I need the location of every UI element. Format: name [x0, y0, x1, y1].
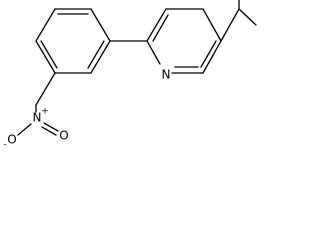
bond: [90, 40, 111, 74]
double-bond-inner: [40, 40, 58, 69]
double-bond-inner: [152, 14, 169, 42]
carboxylic-acid-group: [203, 0, 221, 9]
bond: [146, 40, 161, 65]
chemical-structure-diagram: NN+OO-: [3, 0, 257, 150]
bond: [35, 40, 56, 74]
bond: [202, 8, 222, 42]
nitro-nitrogen-charge: +: [41, 107, 49, 117]
bond: [17, 123, 32, 136]
atom-labels: NN+OO-: [3, 68, 170, 150]
bond: [202, 40, 222, 74]
bond: [35, 72, 56, 106]
bond: [90, 8, 111, 42]
nitro-oxygen-double-label: O: [59, 129, 68, 143]
ring-nitrogen-label: N: [162, 68, 171, 82]
bond: [220, 8, 240, 42]
nitro-oxygen-charge: -: [3, 140, 6, 150]
nitro-oxygen-single-label: O: [7, 133, 16, 147]
bond: [238, 8, 257, 26]
double-bond-inner: [200, 40, 217, 68]
nitro-nitrogen-label: N: [33, 111, 42, 125]
bond: [43, 122, 59, 132]
bond: [35, 8, 56, 42]
double-bond-inner: [87, 40, 105, 69]
nitro-group: [35, 72, 56, 106]
pyridine-ring: [146, 8, 222, 74]
nitrophenyl-ring: [35, 8, 111, 74]
bond: [146, 8, 167, 42]
bond: [41, 126, 57, 136]
